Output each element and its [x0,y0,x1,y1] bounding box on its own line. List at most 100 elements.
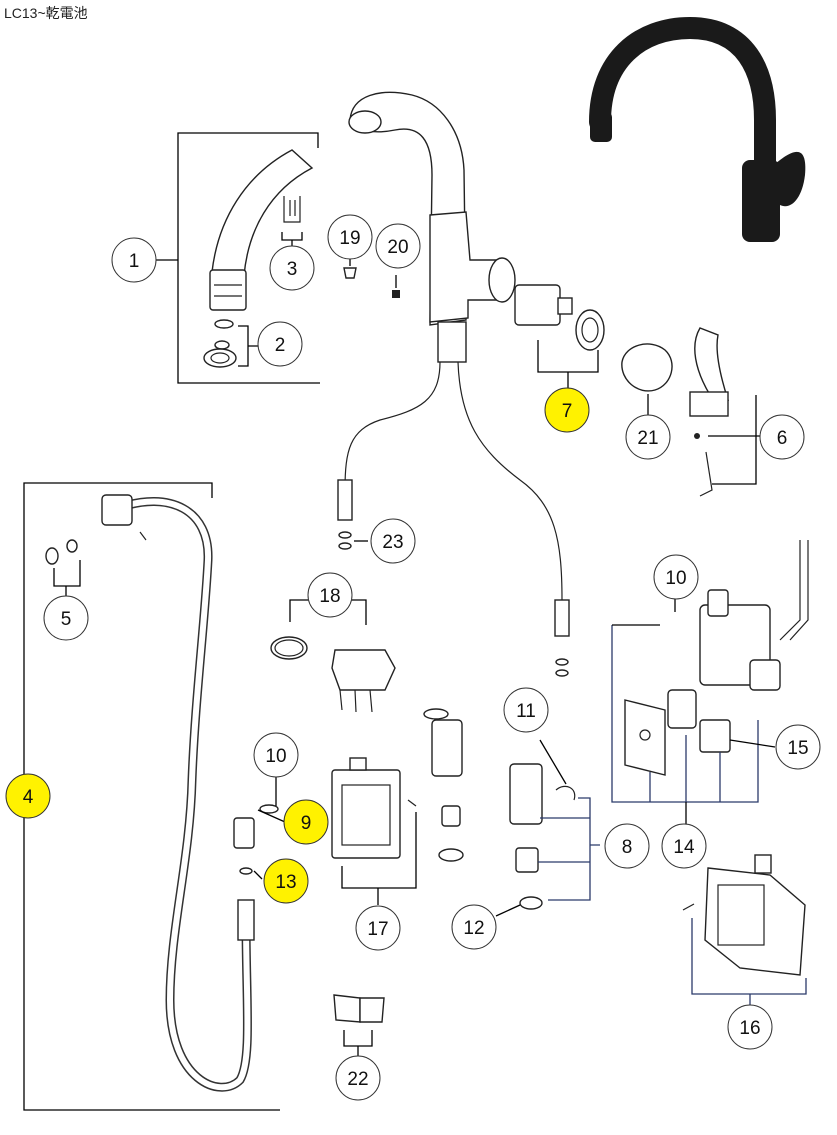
callout-6: 6 [759,414,805,460]
callout-circle [269,245,315,291]
callout-circle [355,905,401,951]
callout-10: 10 [253,732,299,778]
lever-handle [689,327,730,497]
callout-10: 10 [653,554,699,600]
callout-21: 21 [625,414,671,460]
hose-right [457,361,563,630]
bracket-3 [281,232,303,241]
callout-label: 8 [622,837,633,858]
callout-circle [5,773,51,819]
callout-label: 5 [61,609,72,630]
callout-9: 9 [283,799,329,845]
callout-15: 15 [775,724,821,770]
callout-circle [253,732,299,778]
bracket-2 [238,325,258,367]
battery-box [331,757,401,859]
callout-circle [544,387,590,433]
callout-label: 21 [637,428,658,449]
bracket-7 [537,340,599,388]
control-box [704,854,806,976]
callout-circle [451,904,497,950]
spout-part [209,149,314,311]
callout-circle [307,572,353,618]
callout-label: 1 [129,251,140,272]
hose-left [344,361,441,515]
callout-19: 19 [327,214,373,260]
callout-label: 4 [23,787,34,808]
callout-label: 12 [463,918,484,939]
callout-label: 15 [787,738,808,759]
part-2-rings [203,319,237,368]
bracket-5 [53,560,81,596]
callout-label: 14 [673,837,695,858]
callout-label: 20 [387,237,408,258]
callout-label: 23 [382,532,403,553]
long-hose [116,497,252,1092]
callout-circle [775,724,821,770]
callout-label: 10 [265,746,286,767]
callout-label: 9 [301,813,312,834]
callout-circle [43,595,89,641]
callout-label: 13 [275,872,296,893]
callout-circle [759,414,805,460]
callout-circle [370,518,416,564]
callout-label: 10 [665,568,686,589]
callout-11: 11 [503,687,549,733]
callout-23: 23 [370,518,416,564]
callout-circle [111,237,157,283]
callout-circle [625,414,671,460]
faucet-body [348,91,516,363]
callout-1: 1 [111,237,157,283]
callout-circle [653,554,699,600]
bracket-8 [538,797,600,901]
callout-label: 6 [777,428,788,449]
callout-4: 4 [5,773,51,819]
callout-circle [257,321,303,367]
handle-cap [621,343,673,392]
bracket-15 [611,625,759,803]
callout-label: 7 [562,401,573,422]
bracket-16 [691,918,807,1005]
callout-circle [604,823,650,869]
bracket-4 [23,482,280,1111]
bracket-1 [177,132,320,384]
callout-circle [661,823,707,869]
cartridge-part [514,284,605,351]
callout-label: 16 [739,1018,760,1039]
callout-14: 14 [661,823,707,869]
callout-18: 18 [307,572,353,618]
callout-20: 20 [375,223,421,269]
callout-16: 16 [727,1004,773,1050]
callout-22: 22 [335,1055,381,1101]
bracket-18 [289,599,367,625]
callout-label: 3 [287,259,298,280]
callout-label: 19 [339,228,360,249]
callout-17: 17 [355,905,401,951]
callout-circle [503,687,549,733]
diagram-title: LC13~乾電池 [4,5,88,21]
bracket-22 [343,1030,373,1056]
callout-label: 2 [275,335,286,356]
callout-label: 17 [367,919,388,940]
callout-circle [727,1004,773,1050]
callout-12: 12 [451,904,497,950]
callout-label: 18 [319,586,340,607]
callout-5: 5 [43,595,89,641]
valve-assembly [624,540,809,776]
callout-8: 8 [604,823,650,869]
callout-circle [327,214,373,260]
callout-7: 7 [544,387,590,433]
callout-circle [263,858,309,904]
part-3-clip [283,196,301,223]
faucet-product-photo [589,16,806,242]
callout-2: 2 [257,321,303,367]
callout-circle [335,1055,381,1101]
callout-label: 22 [347,1069,368,1090]
callout-circle [375,223,421,269]
callout-3: 3 [269,245,315,291]
callout-label: 11 [516,701,536,722]
callout-circle [283,799,329,845]
callout-13: 13 [263,858,309,904]
